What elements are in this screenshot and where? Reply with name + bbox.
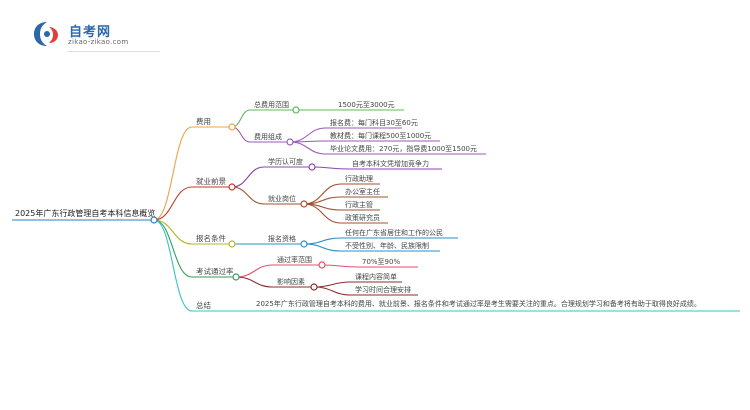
- pass-factors-label: 影响因素: [277, 277, 305, 286]
- edge-fees-comp-0: [289, 127, 327, 143]
- career-pos-item-1: 行政助理: [345, 174, 373, 183]
- edge-career-recog: [231, 166, 265, 188]
- edge-root-pass_rate: [153, 219, 193, 278]
- node-pass-range: [318, 261, 326, 269]
- career-pos-item-2: 办公室主任: [345, 187, 380, 196]
- branch-pass-label: 考试通过率: [196, 266, 234, 276]
- brand-logo[interactable]: 自考网 zikao-zikao.com: [32, 18, 162, 52]
- fees-comp-label: 费用组成: [254, 132, 282, 141]
- edge-root-fees: [153, 126, 193, 221]
- pass-range-value: 70%至90%: [362, 258, 400, 266]
- career-recog-label: 学历认可度: [268, 157, 303, 166]
- mindmap-underlines: [12, 109, 740, 312]
- node-pass-factors: [310, 283, 318, 291]
- root-label: 2025年广东行政管理自考本科信息概览: [15, 208, 155, 218]
- edge-pass-range: [235, 264, 274, 278]
- node-career: [228, 183, 236, 191]
- mindmap-labels: 2025年广东行政管理自考本科信息概览 费用 总费用范围 1500元至3000元…: [15, 100, 701, 310]
- pass-range-label: 通过率范围: [277, 255, 312, 264]
- node-requirements: [228, 240, 236, 248]
- edge-fees-comp-2: [289, 141, 327, 155]
- edge-career-pos: [231, 186, 265, 205]
- edge-pass-factor-1: [313, 286, 352, 296]
- node-req-qual: [300, 240, 308, 248]
- edge-career-pos-3: [303, 203, 342, 224]
- fees-comp-item-2: 教材费：每门课程500至1000元: [330, 131, 431, 140]
- edge-root-summary: [153, 219, 193, 312]
- mindmap-nodes: [150, 106, 326, 291]
- req-qual-item-1: 任何在广东省居住和工作的公民: [345, 228, 443, 237]
- fees-total-value: 1500元至3000元: [338, 101, 395, 109]
- branch-req-label: 报名条件: [196, 233, 226, 243]
- brand-title: 自考网: [69, 25, 112, 40]
- edge-req-qual-0: [303, 237, 342, 245]
- branch-fees-label: 费用: [196, 116, 211, 126]
- mindmap-edges: [153, 109, 359, 312]
- node-career-pos: [300, 200, 308, 208]
- node-fees: [228, 123, 236, 131]
- career-pos-label: 就业岗位: [268, 194, 296, 203]
- pass-factor-2: 学习时间合理安排: [355, 285, 411, 294]
- node-fees-comp: [286, 138, 294, 146]
- career-pos-item-3: 行政主管: [345, 200, 373, 209]
- branch-summary-label: 总结: [196, 300, 211, 310]
- req-qual-item-2: 不受性别、年龄、民族限制: [345, 241, 429, 250]
- edge-root-career: [153, 186, 193, 221]
- logo-icon: [34, 22, 58, 46]
- edge-req-qual-1: [303, 243, 342, 252]
- brand-url: zikao-zikao.com: [68, 38, 129, 46]
- req-qual-label: 报名资格: [268, 234, 296, 243]
- node-career-recog: [308, 163, 316, 171]
- branch-career-label: 就业前景: [196, 176, 226, 186]
- edge-pass-range-value: [321, 264, 359, 268]
- brand-divider: [68, 51, 160, 52]
- summary-text: 2025年广东行政管理自考本科的费用、就业前景、报名条件和考试通过率是考生需要关…: [256, 299, 701, 308]
- career-recog-value: 自考本科文凭增加竞争力: [352, 159, 429, 168]
- node-root: [150, 216, 158, 224]
- fees-total-label: 总费用范围: [254, 100, 289, 109]
- edge-fees-total: [231, 109, 251, 128]
- edge-pass-factor-0: [313, 281, 352, 288]
- node-pass-rate: [232, 273, 240, 281]
- node-fees-total: [292, 106, 300, 114]
- fees-comp-item-1: 报名费：每门科目30至60元: [330, 118, 418, 127]
- fees-comp-item-3: 毕业论文费用：270元，指导费1000至1500元: [330, 144, 477, 153]
- career-pos-item-4: 政策研究员: [345, 213, 380, 222]
- edge-pass-factors: [235, 276, 274, 288]
- edge-career-recog-value: [311, 166, 349, 170]
- pass-factor-1: 课程内容简单: [355, 272, 397, 281]
